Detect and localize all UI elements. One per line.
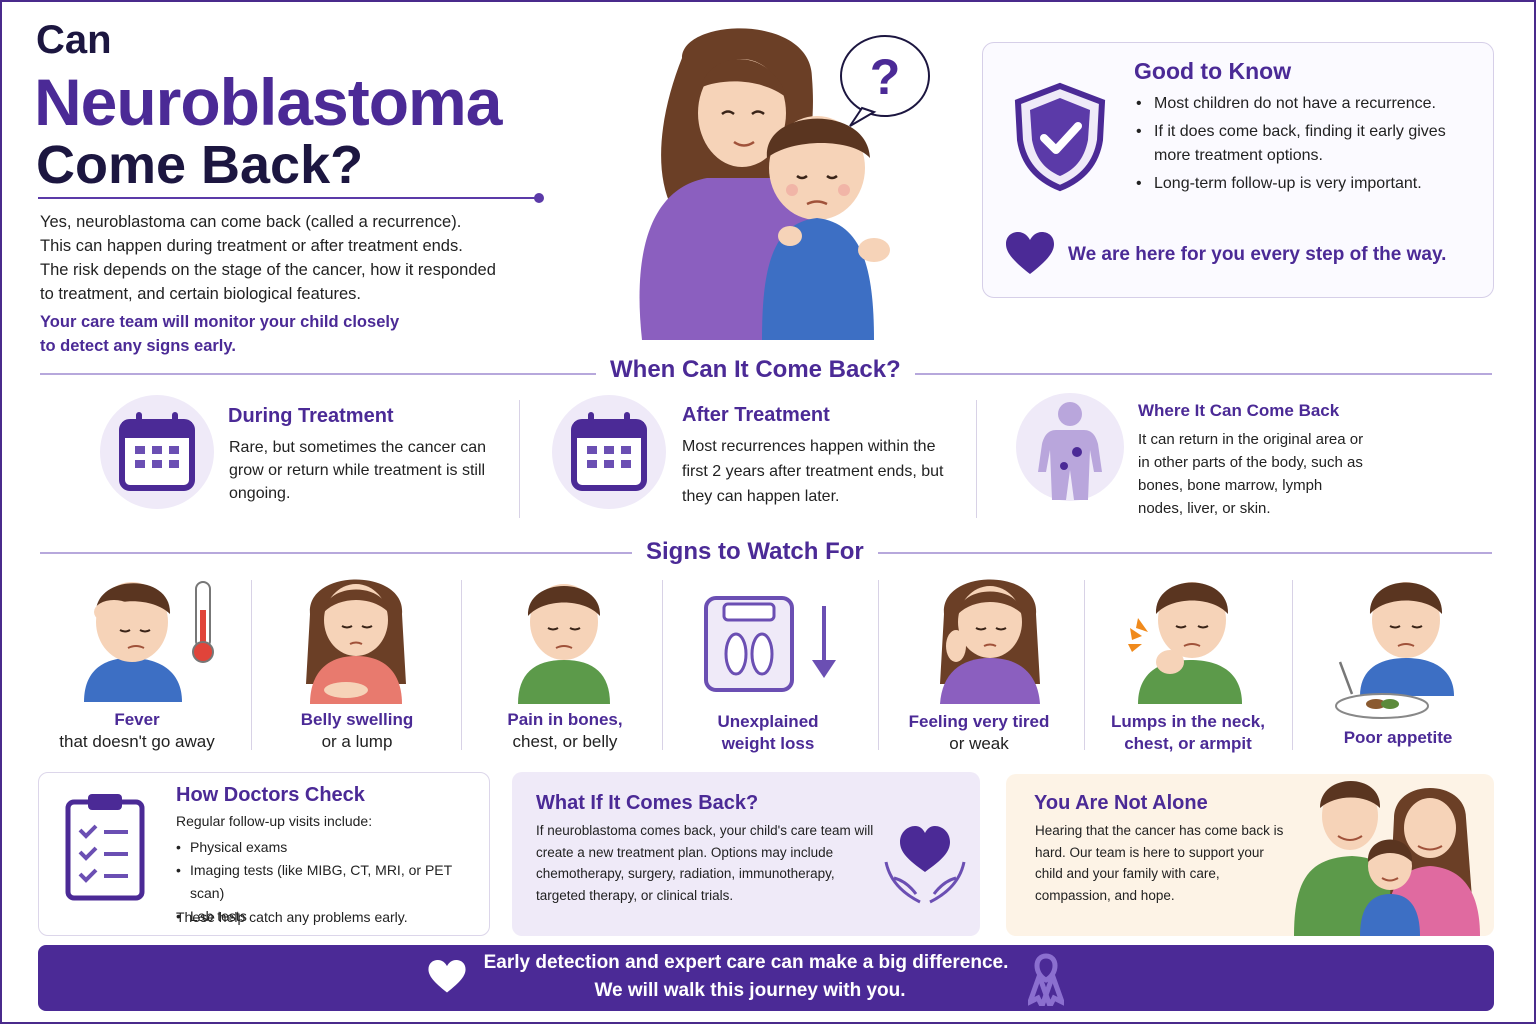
heart-icon [1006,232,1054,274]
banner-line-1: Early detection and expert care can make… [483,952,1009,973]
doctors-check-title: How Doctors Check [176,784,365,806]
sign-divider [1292,580,1293,750]
what-if-title: What If It Comes Back? [536,792,759,814]
intro-paragraph: Yes, neuroblastoma can come back (called… [40,210,560,306]
intro-line: Yes, neuroblastoma can come back (called… [40,213,462,231]
question-bubble: ? [840,35,930,127]
pain-illustration [518,584,610,704]
not-alone-text: Hearing that the cancer has come back is… [1035,823,1284,903]
where-text: It can return in the original area or in… [1138,431,1364,517]
good-to-know-card [982,42,1494,298]
support-line: We are here for you every step of the wa… [1068,244,1447,265]
sign-weight-bold: Unexplained weight loss [717,712,819,753]
sign-weight: Unexplained weight loss [672,711,864,755]
what-if-card [512,772,980,936]
intro-line: The risk depends on the stage of the can… [40,261,496,279]
good-to-know-list: Most children do not have a recurrence. … [1134,92,1474,200]
doctors-check-item: Lab tests [174,905,484,928]
heart-hands-icon [884,826,966,904]
banner-line-2: We will walk this journey with you. [594,980,906,1001]
good-to-know-item: Long-term follow-up is very important. [1134,172,1474,196]
sign-tired-rest: or weak [949,734,1009,753]
intro-emphasis: Your care team will monitor your child c… [40,310,460,358]
belly-illustration [306,579,406,704]
sign-lumps: Lumps in the neck, chest, or armpit [1092,711,1284,755]
title-line-3: Come Back? [36,135,364,195]
sign-fever: Fever that doesn't go away [40,709,234,753]
heart-icon [428,960,466,993]
lump-illustration [1128,582,1242,704]
good-to-know-item: If it does come back, finding it early g… [1134,120,1474,168]
doctors-check-item: Imaging tests (like MIBG, CT, MRI, or PE… [174,859,484,905]
body-icon [1038,402,1102,500]
sign-belly: Belly swelling or a lump [262,709,452,753]
calendar-icon [119,412,195,491]
title-underline-dot [534,193,544,203]
scale-icon [704,596,836,692]
sign-fever-bold: Fever [114,710,160,729]
pain-burst-icon [1128,618,1148,652]
signs-heading: Signs to Watch For [632,538,878,566]
doctors-check-intro: Regular follow-up visits include: [176,813,373,829]
thermometer-icon [192,581,214,663]
title-underline [38,197,538,199]
sign-divider [461,580,462,750]
intro-emphasis-line: Your care team will monitor your child c… [40,313,400,331]
doctors-check-item: Physical exams [174,836,484,859]
doctors-check-list: Physical exams Imaging tests (like MIBG,… [174,836,484,928]
sign-pain: Pain in bones, chest, or belly [470,709,660,753]
footer-banner [38,945,1494,1011]
where-title: Where It Can Come Back [1138,401,1340,420]
sign-divider [1084,580,1085,750]
sign-tired-bold: Feeling very tired [908,712,1050,731]
title-line-1: Can [36,18,112,62]
good-to-know-item: Most children do not have a recurrence. [1134,92,1474,116]
question-mark: ? [870,49,901,105]
appetite-illustration [1335,582,1454,719]
during-treatment-text: Rare, but sometimes the cancer can grow … [229,439,487,502]
fever-illustration [84,581,214,702]
sign-appetite-bold: Poor appetite [1343,728,1453,747]
sign-divider [878,580,879,750]
doctors-check-outro: These help catch any problems early. [176,909,408,925]
clipboard-icon [65,794,145,901]
good-to-know-title: Good to Know [1134,58,1292,84]
column-divider [976,400,977,518]
plate-icon [1335,661,1429,719]
intro-line: to treatment, and certain biological fea… [40,285,362,303]
during-treatment-title: During Treatment [228,405,394,427]
sign-belly-bold: Belly swelling [300,710,414,729]
intro-line: This can happen during treatment or afte… [40,237,463,255]
intro-emphasis-line: to detect any signs early. [40,337,236,355]
sign-divider [662,580,663,750]
family-illustration [1294,781,1480,936]
after-treatment-text: Most recurrences happen within the first… [682,438,944,505]
sign-pain-rest: chest, or belly [512,732,618,751]
calendar-icon [571,412,647,491]
mother-child-illustration: ? [639,28,930,340]
sign-lumps-bold: Lumps in the neck, chest, or armpit [1111,712,1265,753]
awareness-ribbon-icon [1028,953,1064,1006]
sign-tired: Feeling very tired or weak [884,711,1074,755]
column-divider [519,400,520,518]
tired-illustration [940,579,1040,704]
not-alone-title: You Are Not Alone [1034,792,1208,814]
after-treatment-title: After Treatment [682,404,830,426]
when-heading: When Can It Come Back? [596,356,915,384]
title-line-2: Neuroblastoma [34,65,502,139]
sign-belly-rest: or a lump [321,732,393,751]
shield-check-icon [1014,82,1106,192]
sign-divider [251,580,252,750]
sign-pain-bold: Pain in bones, [507,710,623,729]
what-if-text: If neuroblastoma comes back, your child'… [536,823,874,903]
sign-fever-rest: that doesn't go away [59,732,215,751]
sign-appetite: Poor appetite [1300,727,1496,749]
